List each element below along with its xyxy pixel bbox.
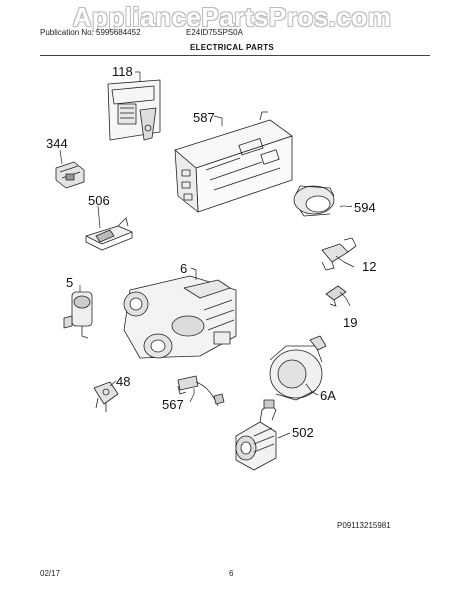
part-6a-pump-assembly xyxy=(269,335,327,401)
part-19-plug xyxy=(325,285,347,307)
callout-12: 12 xyxy=(362,259,377,274)
leader-lines xyxy=(59,71,355,439)
part-506-sensor xyxy=(85,217,133,251)
callout-5: 5 xyxy=(66,275,74,290)
part-567-harness xyxy=(177,375,225,407)
section-title: ELECTRICAL PARTS xyxy=(189,43,275,52)
part-118-control-panel xyxy=(107,79,161,141)
callout-118: 118 xyxy=(112,64,133,79)
part-12-connector xyxy=(321,237,357,271)
header-rule xyxy=(40,55,430,56)
callout-567: 567 xyxy=(162,397,184,412)
diagram-id: P09113215981 xyxy=(337,521,391,530)
part-587-main-control-board xyxy=(174,111,293,213)
callout-6a: 6A xyxy=(320,388,336,403)
callout-6: 6 xyxy=(180,261,188,276)
model-number: E24ID75SPS0A xyxy=(186,28,243,37)
callout-19: 19 xyxy=(343,315,358,330)
callout-594: 594 xyxy=(354,200,376,215)
part-594-wash-pump-motor xyxy=(293,185,335,217)
watermark: AppliancePartsPros.com xyxy=(72,2,392,32)
page-number: 6 xyxy=(229,569,234,578)
part-344-switch xyxy=(55,161,85,189)
callout-344: 344 xyxy=(46,136,68,151)
footer-date: 02/17 xyxy=(40,569,61,578)
publication-number: Publication No: 5995684452 xyxy=(40,28,141,37)
callout-502: 502 xyxy=(292,425,314,440)
callout-48: 48 xyxy=(116,374,131,389)
callout-587: 587 xyxy=(193,110,215,125)
part-6-circulation-pump xyxy=(123,275,237,359)
part-502-drain-pump xyxy=(235,399,277,471)
part-48-thermostat xyxy=(93,381,119,412)
part-5-valve xyxy=(63,291,93,339)
callout-506: 506 xyxy=(88,193,110,208)
